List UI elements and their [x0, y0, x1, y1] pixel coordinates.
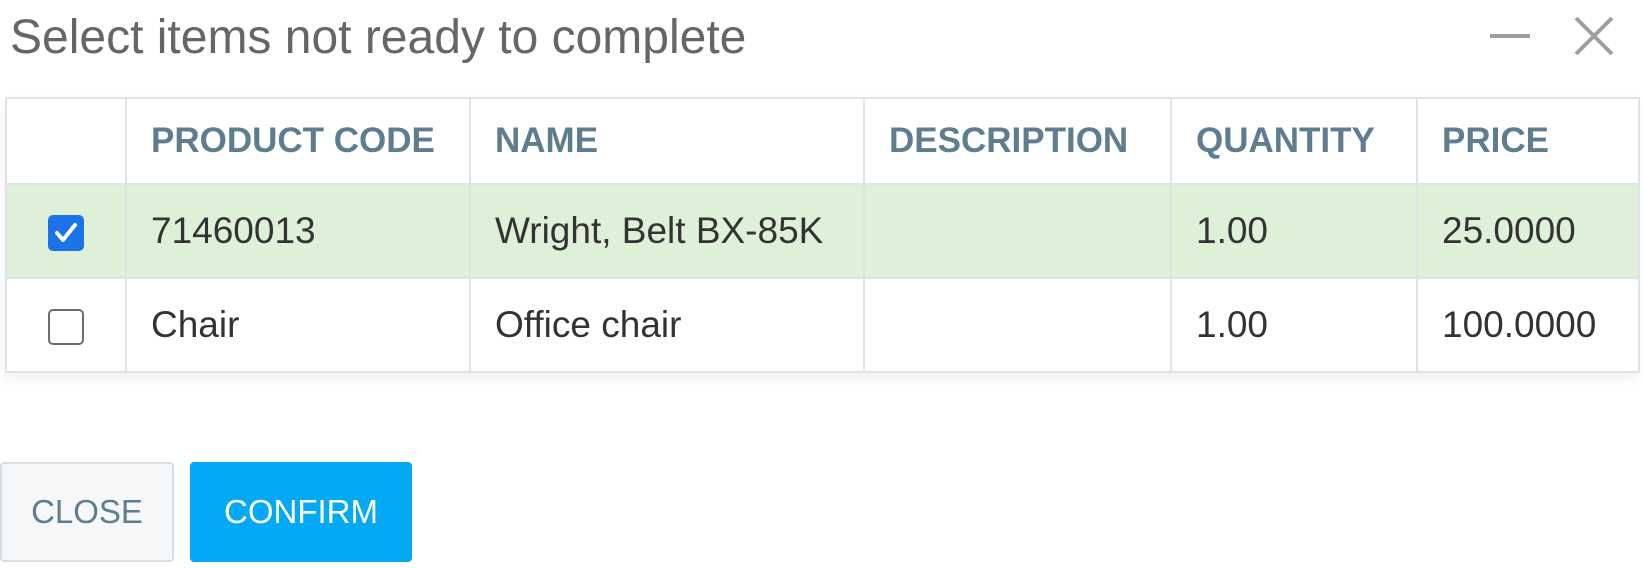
- cell-name: Office chair: [469, 277, 865, 373]
- items-table: PRODUCT CODE NAME DESCRIPTION QUANTITY P…: [5, 97, 1640, 373]
- minimize-button[interactable]: [1486, 12, 1534, 60]
- cell-description: [863, 277, 1172, 373]
- cell-quantity: 1.00: [1170, 277, 1418, 373]
- cell-quantity: 1.00: [1170, 183, 1418, 279]
- cell-description: [863, 183, 1172, 279]
- table-row[interactable]: 71460013 Wright, Belt BX-85K 1.00 25.000…: [5, 183, 1640, 279]
- checkmark-icon: [55, 223, 77, 243]
- row-checkbox[interactable]: [48, 309, 84, 346]
- minimize-icon: [1490, 34, 1530, 38]
- table-row[interactable]: Chair Office chair 1.00 100.0000: [5, 277, 1640, 373]
- dialog-title: Select items not ready to complete: [10, 11, 747, 64]
- cell-name: Wright, Belt BX-85K: [469, 183, 865, 279]
- cell-price: 100.0000: [1416, 277, 1640, 373]
- row-checkbox[interactable]: [48, 215, 84, 252]
- column-header-select: [5, 97, 127, 185]
- items-grid: PRODUCT CODE NAME DESCRIPTION QUANTITY P…: [5, 97, 1640, 373]
- cell-product-code: 71460013: [125, 183, 471, 279]
- table-header-row: PRODUCT CODE NAME DESCRIPTION QUANTITY P…: [5, 97, 1640, 185]
- column-header-price[interactable]: PRICE: [1416, 97, 1640, 185]
- column-header-product-code[interactable]: PRODUCT CODE: [125, 97, 471, 185]
- cell-price: 25.0000: [1416, 183, 1640, 279]
- close-button[interactable]: CLOSE: [0, 462, 174, 562]
- row-select-cell: [5, 277, 127, 373]
- close-icon: [1574, 16, 1614, 56]
- close-window-button[interactable]: [1570, 12, 1618, 60]
- column-header-name[interactable]: NAME: [469, 97, 865, 185]
- confirm-button[interactable]: CONFIRM: [190, 462, 412, 562]
- column-header-description[interactable]: DESCRIPTION: [863, 97, 1172, 185]
- cell-product-code: Chair: [125, 277, 471, 373]
- column-header-quantity[interactable]: QUANTITY: [1170, 97, 1418, 185]
- row-select-cell: [5, 183, 127, 279]
